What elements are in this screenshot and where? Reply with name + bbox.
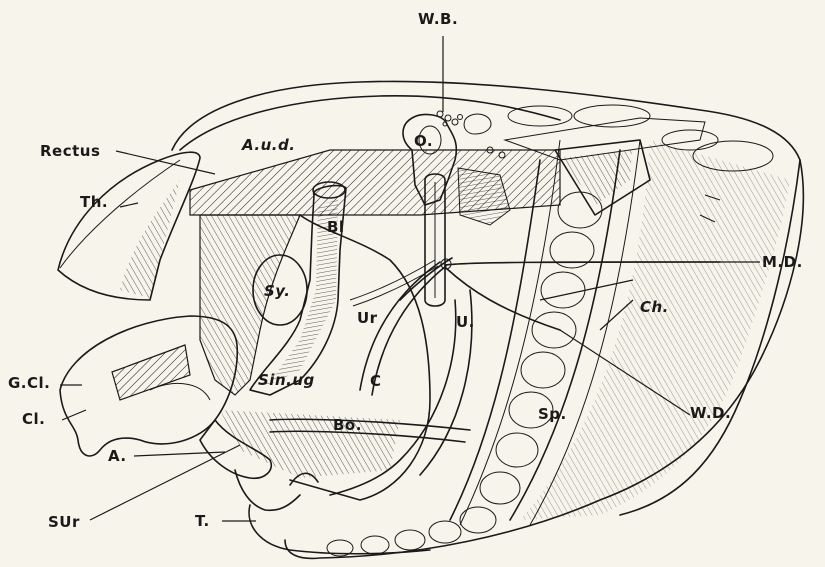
label-wb: W.B. — [418, 10, 458, 28]
label-ur: Ur — [357, 309, 378, 327]
cavity-ch — [555, 140, 650, 215]
label-sur: SUr — [48, 513, 80, 531]
label-ch: Ch. — [640, 298, 669, 316]
thigh-stump — [58, 152, 200, 300]
label-o: O. — [414, 132, 433, 150]
label-aud: A.u.d. — [241, 136, 295, 154]
label-a: A. — [108, 447, 127, 465]
label-md: M.D. — [762, 253, 803, 271]
label-sinug: Sin.ug — [258, 371, 315, 389]
label-sp: Sp. — [538, 405, 567, 423]
label-bo: Bo. — [333, 416, 362, 434]
label-u: U. — [456, 313, 475, 331]
label-th: Th. — [80, 193, 108, 211]
label-rectus: Rectus — [40, 142, 100, 160]
label-gcl: G.Cl. — [8, 374, 50, 392]
label-sy: Sy. — [264, 282, 290, 300]
label-cl: Cl. — [22, 410, 45, 428]
label-t: T. — [195, 512, 210, 530]
label-wd: W.D. — [690, 404, 731, 422]
label-bl: Bl — [327, 218, 345, 236]
label-c: C — [370, 372, 382, 390]
